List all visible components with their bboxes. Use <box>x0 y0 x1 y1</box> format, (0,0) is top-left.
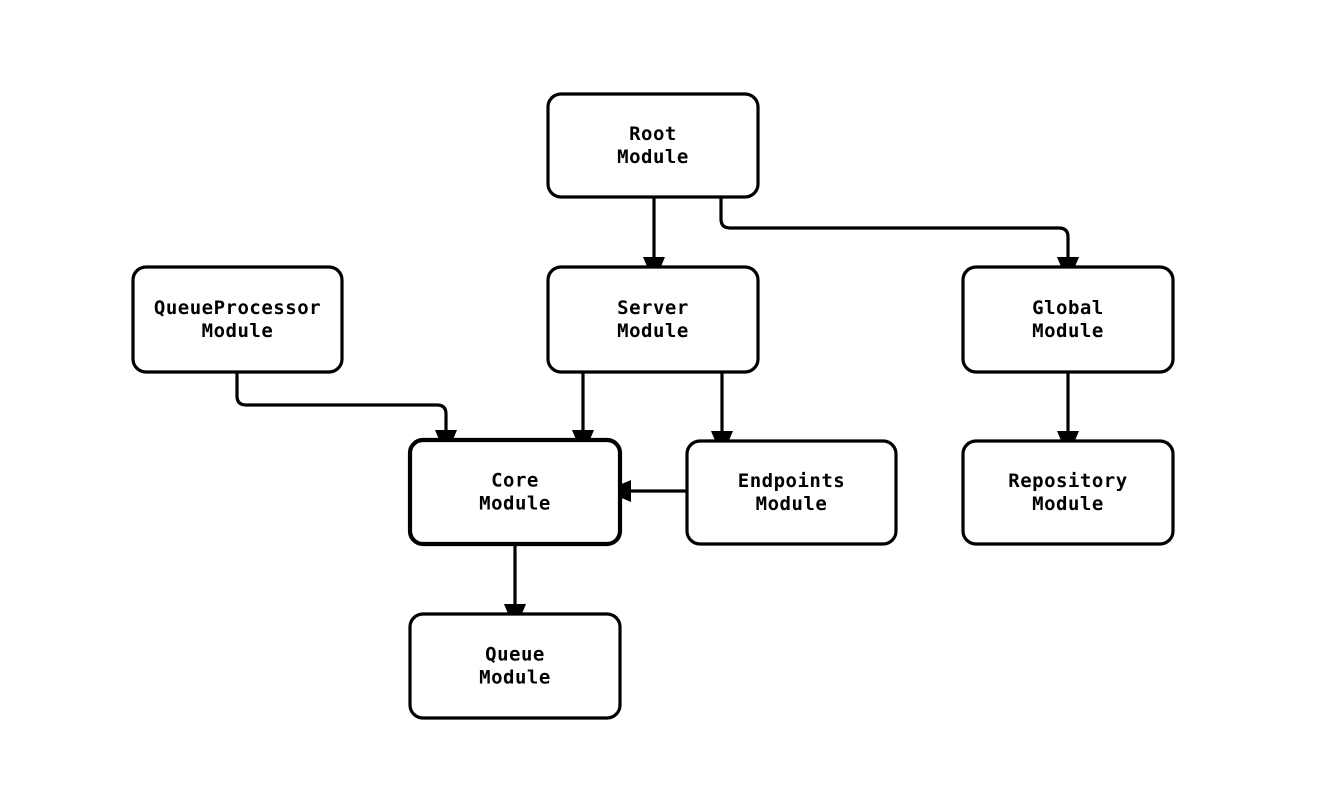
node-label-line2-global: Module <box>1032 320 1104 342</box>
node-label-line1-root: Root <box>629 123 677 145</box>
edge-line-queueprocessor-to-core <box>235 372 448 431</box>
node-label-line2-core: Module <box>479 493 551 515</box>
edge-layer <box>235 197 1079 630</box>
node-label-line2-server: Module <box>617 320 689 342</box>
node-label-line2-repository: Module <box>1032 493 1104 515</box>
node-box-queueprocessor[interactable] <box>131 265 344 374</box>
node-box-global[interactable] <box>961 265 1175 374</box>
node-label-line1-repository: Repository <box>1008 470 1127 492</box>
node-box-core[interactable] <box>407 437 623 547</box>
node-label-line2-queue: Module <box>479 667 551 689</box>
edge-line-root-to-global <box>719 197 1070 258</box>
node-box-queue[interactable] <box>408 612 622 720</box>
node-label-line1-server: Server <box>617 297 689 319</box>
node-layer: RootModuleQueueProcessorModuleServerModu… <box>131 92 1175 720</box>
node-box-server[interactable] <box>546 265 760 374</box>
node-box-repository[interactable] <box>961 439 1175 546</box>
node-label-line2-endpoints: Module <box>756 493 828 515</box>
node-label-line1-queueprocessor: QueueProcessor <box>154 297 321 319</box>
node-label-line1-global: Global <box>1032 297 1104 319</box>
node-label-line1-core: Core <box>491 470 539 492</box>
node-label-line2-queueprocessor: Module <box>202 320 274 342</box>
node-label-line1-queue: Queue <box>485 644 545 666</box>
node-label-line2-root: Module <box>617 146 689 168</box>
node-box-endpoints[interactable] <box>685 439 898 546</box>
node-label-line1-endpoints: Endpoints <box>738 470 845 492</box>
node-box-root[interactable] <box>546 92 760 199</box>
